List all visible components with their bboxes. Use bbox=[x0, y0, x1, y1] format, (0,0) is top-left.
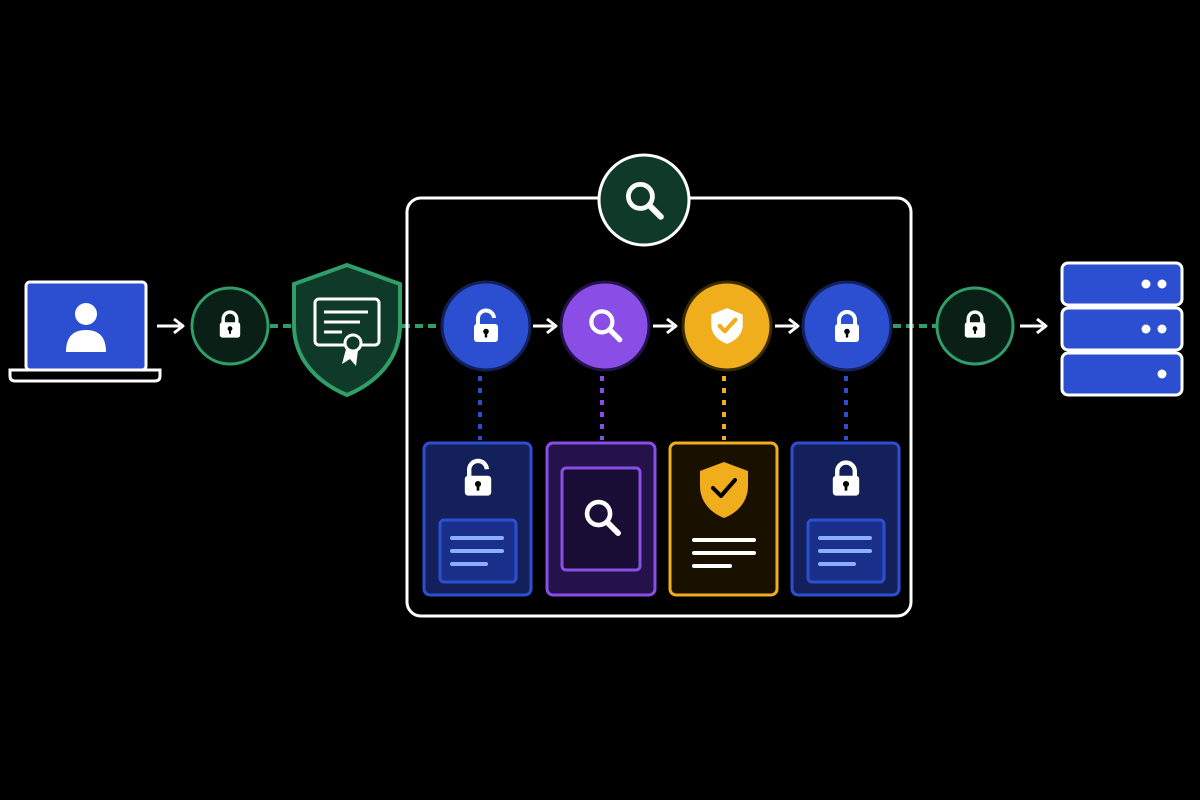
card-decrypt bbox=[422, 441, 533, 597]
inspection-zone bbox=[405, 153, 913, 618]
inspect-frame bbox=[560, 466, 642, 572]
shield-check-icon bbox=[700, 462, 748, 518]
card-verify bbox=[668, 441, 779, 597]
document-panel bbox=[806, 518, 886, 584]
destination-server bbox=[1060, 261, 1184, 397]
document-panel bbox=[438, 518, 518, 584]
laptop-base bbox=[8, 368, 162, 383]
server-unit-1 bbox=[1060, 261, 1184, 307]
arrow-inspect-to-verify bbox=[653, 317, 678, 335]
stage-inspect bbox=[559, 280, 651, 372]
certificate-icon bbox=[313, 297, 381, 366]
stage-reencrypt bbox=[801, 280, 893, 372]
encrypted-link-in bbox=[190, 286, 270, 366]
user-icon bbox=[66, 303, 106, 352]
text-lines bbox=[692, 538, 756, 568]
card-reencrypt bbox=[790, 441, 901, 597]
inspection-zone-badge bbox=[597, 153, 691, 247]
server-unit-2 bbox=[1060, 306, 1184, 352]
stage-decrypt bbox=[440, 280, 532, 372]
arrow-lock-to-server bbox=[1020, 317, 1048, 335]
server-unit-3 bbox=[1060, 351, 1184, 397]
arrow-laptop-to-lock bbox=[157, 317, 185, 335]
encrypted-link-out bbox=[935, 286, 1015, 366]
stage-verify bbox=[681, 280, 773, 372]
arrow-decrypt-to-inspect bbox=[533, 317, 558, 335]
card-inspect bbox=[545, 441, 657, 597]
connectors bbox=[157, 317, 1048, 335]
stage-drop-lines bbox=[478, 376, 848, 440]
certificate-shield bbox=[292, 262, 402, 398]
laptop-screen bbox=[24, 280, 148, 372]
arrow-verify-to-reencrypt bbox=[775, 317, 800, 335]
client-laptop bbox=[8, 280, 162, 383]
